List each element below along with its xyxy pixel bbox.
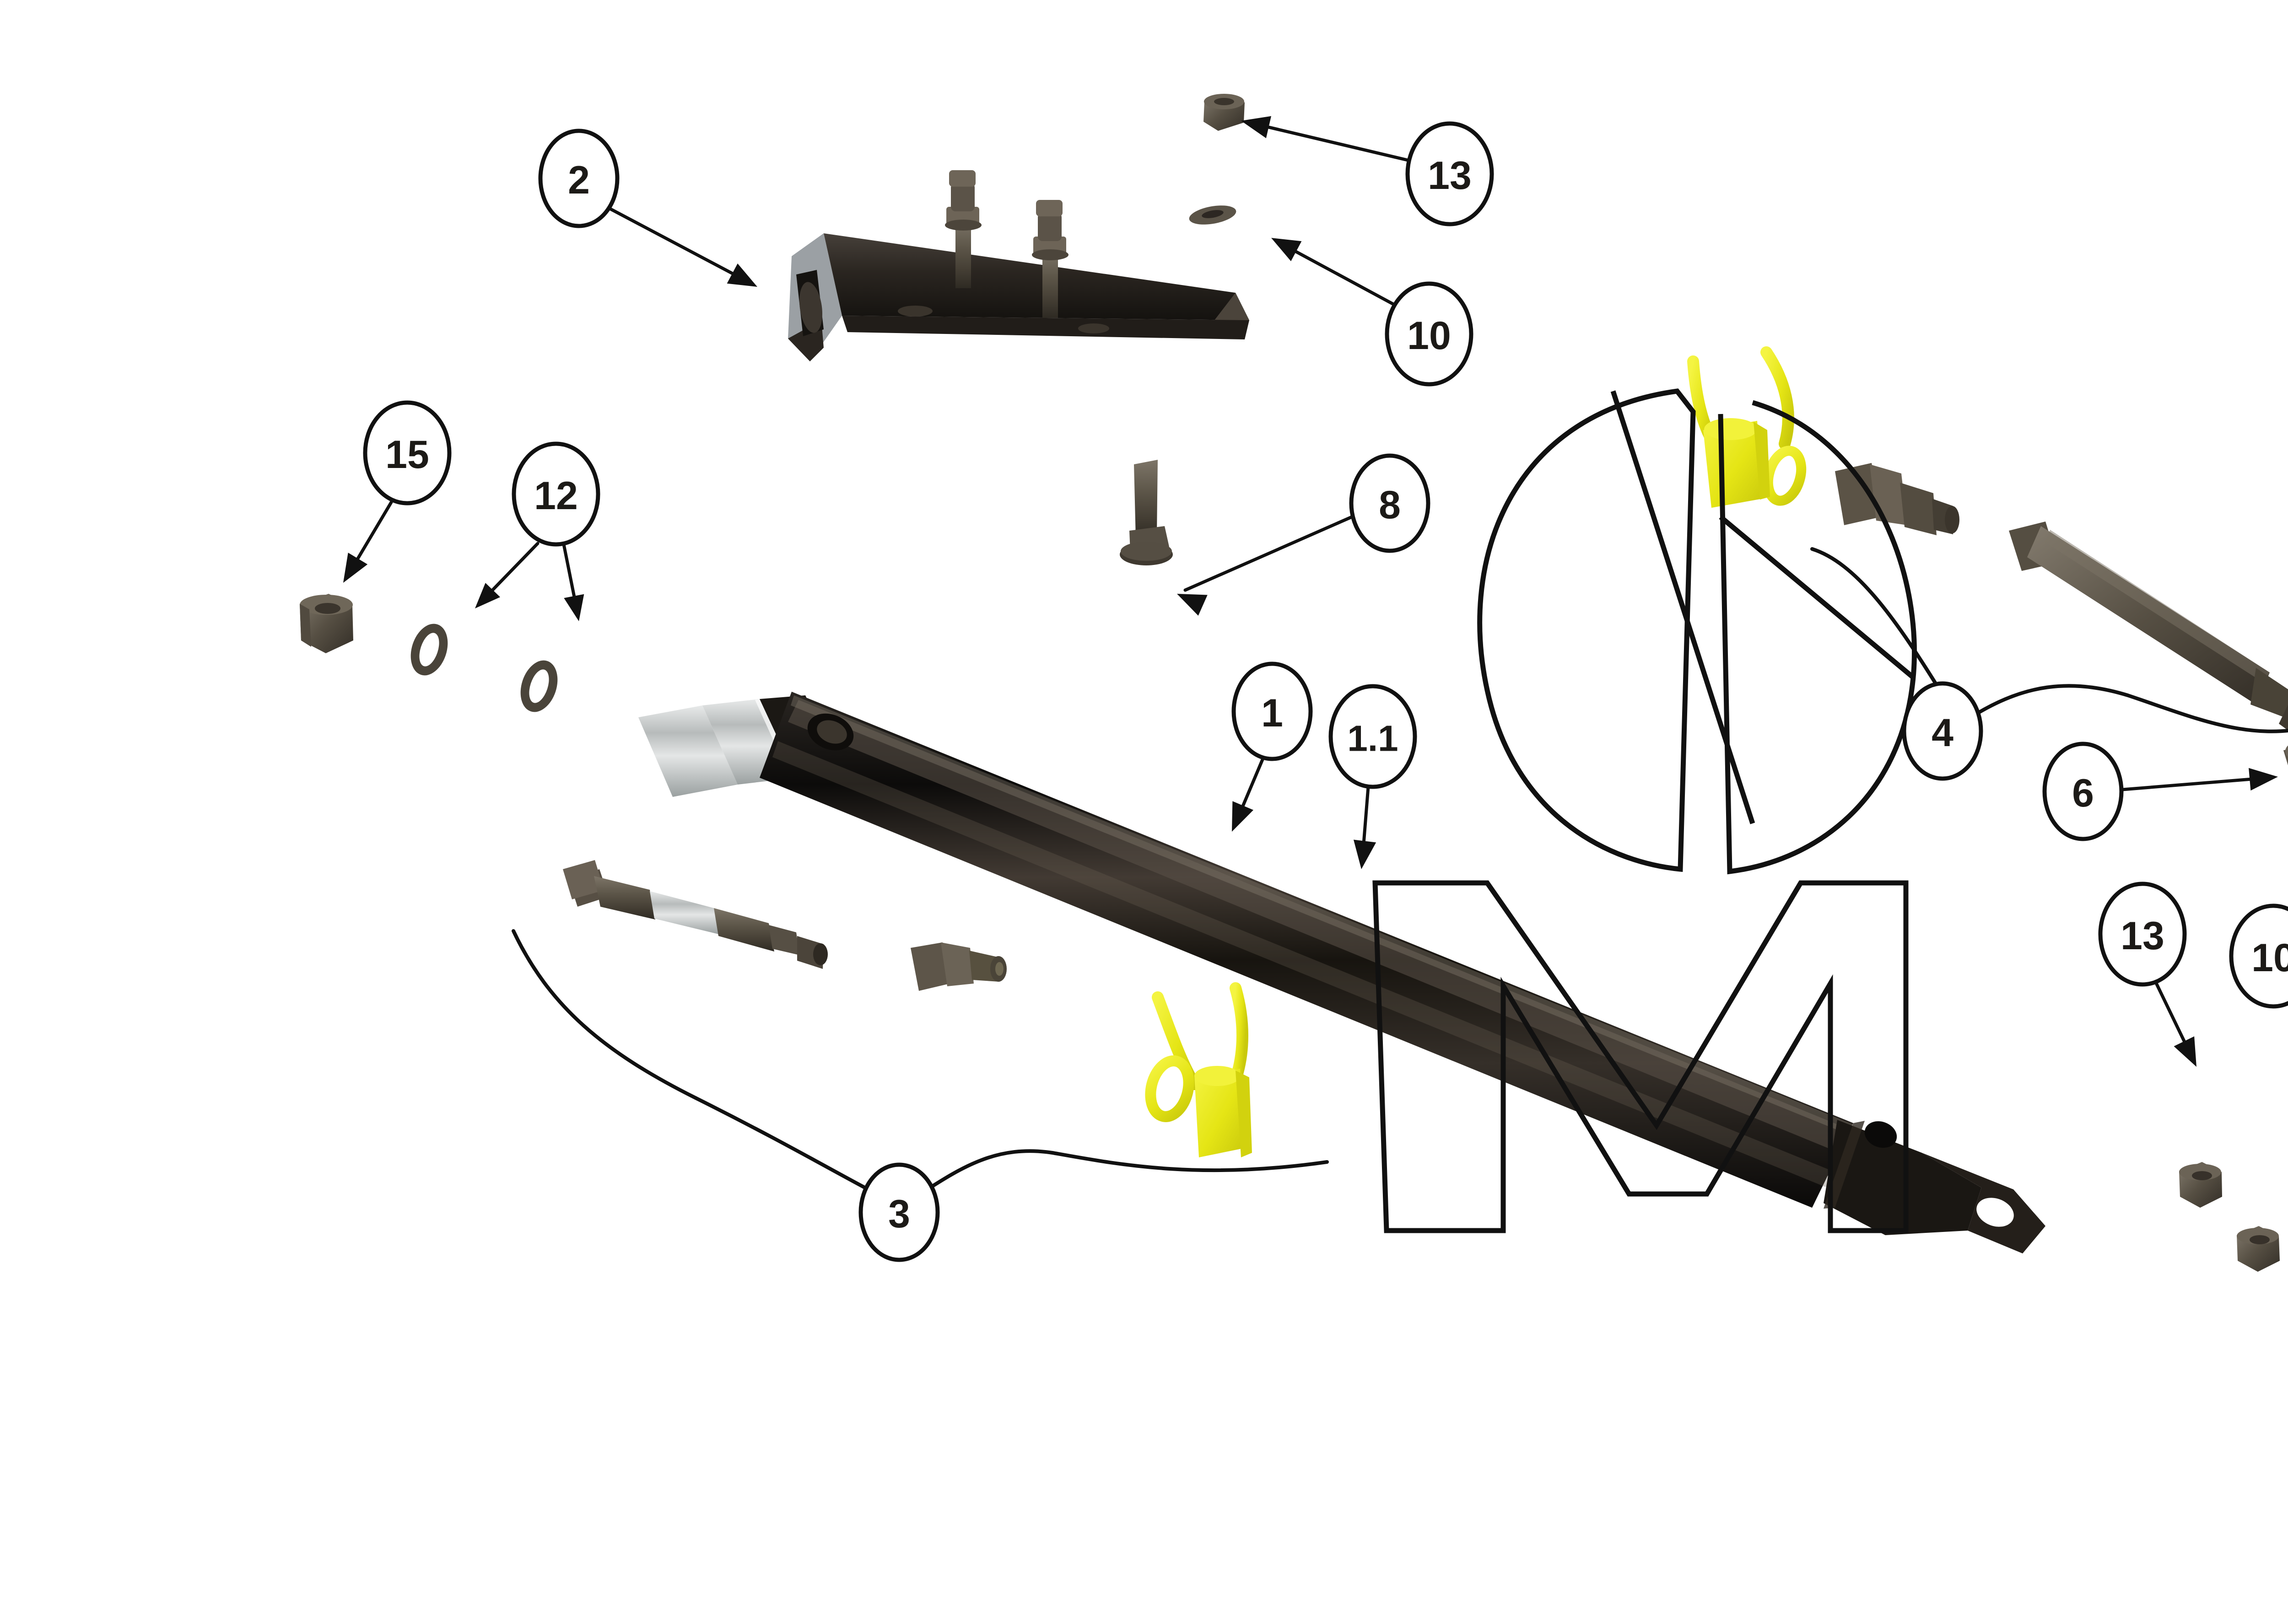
part-seal-ring-a <box>410 624 448 676</box>
callout-3[interactable]: 3 <box>512 929 1329 1262</box>
callout-number: 2 <box>568 158 590 202</box>
leader-arrowhead <box>1241 116 1271 139</box>
callout-13[interactable]: 13 <box>2098 882 2196 1067</box>
part-elbow-fitting <box>2283 745 2288 765</box>
callout-number: 10 <box>2251 936 2288 980</box>
callout-1-1[interactable]: 1.1 <box>1328 684 1417 869</box>
yellow-dust-cap-lower <box>1145 982 1252 1157</box>
yellow-dust-cap-upper <box>1687 346 1807 508</box>
leader-line <box>512 929 1329 1200</box>
callout-bubble[interactable] <box>1405 121 1494 226</box>
callout-1[interactable]: 1 <box>1231 661 1313 832</box>
callout-4[interactable]: 4 <box>1810 547 2288 781</box>
part-hex-nut-small-upper <box>1203 94 1245 131</box>
callout-bubble[interactable] <box>512 441 600 547</box>
callout-bubble[interactable] <box>858 1162 940 1262</box>
leader-arrowhead <box>1177 594 1208 616</box>
callout-bubble[interactable] <box>1328 684 1417 789</box>
callout-number: 6 <box>2072 771 2094 815</box>
callout-8[interactable]: 8 <box>1177 453 1430 616</box>
watermark-letter-m <box>1372 880 1909 1233</box>
callout-number: 10 <box>1407 314 1451 358</box>
callout-6[interactable]: 6 <box>2042 742 2278 841</box>
leader-line <box>2121 776 2271 791</box>
callout-12[interactable]: 12 <box>475 441 600 621</box>
callout-number: 4 <box>1932 711 1953 755</box>
callout-number: 12 <box>534 474 578 518</box>
callout-15[interactable]: 15 <box>343 400 452 583</box>
callout-bubble[interactable] <box>538 129 620 228</box>
callout-number: 1.1 <box>1347 718 1398 759</box>
part-mounting-bracket-arm <box>788 170 1249 361</box>
leader-arrowhead <box>475 583 501 608</box>
callout-2[interactable]: 2 <box>538 129 757 287</box>
part-hex-nut-small-b <box>2237 1226 2280 1272</box>
leader-arrowhead <box>1353 839 1376 869</box>
leader-arrowhead <box>727 263 757 287</box>
leader-arrowhead <box>2174 1036 2196 1067</box>
part-hex-nut-small-a <box>2179 1162 2222 1208</box>
leader-line <box>1247 121 1409 162</box>
leader-arrowhead <box>343 553 368 583</box>
leader-arrowhead <box>2249 768 2278 791</box>
leader-line <box>1183 515 1354 592</box>
callout-number: 15 <box>385 433 429 477</box>
leader-line <box>1810 547 2288 733</box>
callout-number: 13 <box>1428 154 1472 198</box>
callout-10[interactable]: 10 <box>2229 903 2288 1105</box>
callout-bubble[interactable] <box>2229 903 2288 1009</box>
callout-13[interactable]: 13 <box>1241 116 1494 226</box>
watermark-circle-icon <box>1477 388 1917 875</box>
part-seal-ring-b <box>520 660 558 712</box>
callout-bubble[interactable] <box>363 400 452 505</box>
callout-number: 8 <box>1379 483 1401 527</box>
part-hose-fitting-assembly <box>1835 463 2288 731</box>
callout-number: 1 <box>1261 691 1283 735</box>
leader-arrowhead <box>1232 801 1254 832</box>
part-hex-nut-large <box>300 594 353 653</box>
leader-line <box>604 205 750 284</box>
callout-bubble[interactable] <box>2098 882 2187 987</box>
leader-arrowhead <box>1271 238 1302 262</box>
callout-number: 13 <box>2121 914 2164 958</box>
leader-line <box>1277 241 1401 309</box>
callout-10[interactable]: 10 <box>1271 238 1473 387</box>
leader-arrowhead <box>564 594 584 621</box>
callout-bubble[interactable] <box>1385 281 1473 387</box>
part-hydraulic-valve-assembly <box>563 860 1007 991</box>
callout-bubble[interactable] <box>1349 453 1430 553</box>
callout-bubble[interactable] <box>1902 681 1983 781</box>
callout-number: 3 <box>888 1192 910 1236</box>
part-flat-washer-upper <box>1189 205 1236 225</box>
part-carriage-bolt <box>1120 460 1173 565</box>
callout-bubble[interactable] <box>2042 742 2124 841</box>
callout-bubble[interactable] <box>1231 661 1313 761</box>
